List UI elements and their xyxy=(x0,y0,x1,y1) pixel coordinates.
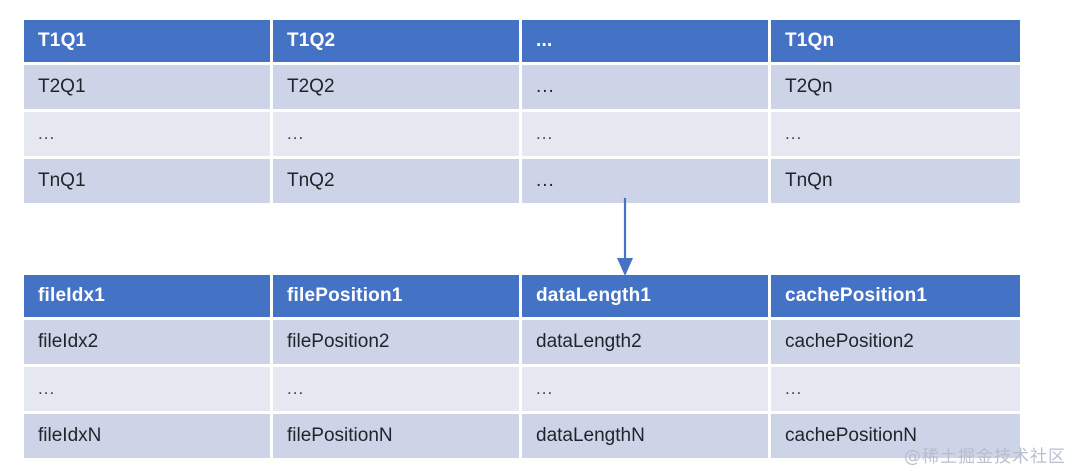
table-cell-ellipsis: ... xyxy=(273,367,522,414)
table-cell: T2Qn xyxy=(771,65,1020,112)
table-row: fileIdx1 filePosition1 dataLength1 cache… xyxy=(24,275,1020,320)
table-cell: T1Q2 xyxy=(273,20,522,65)
table-cell: filePosition2 xyxy=(273,320,522,367)
table-row: fileIdx2 filePosition2 dataLength2 cache… xyxy=(24,320,1020,367)
table-cell: cachePosition2 xyxy=(771,320,1020,367)
table-cell: T1Qn xyxy=(771,20,1020,65)
table-cell-ellipsis: ... xyxy=(522,65,771,112)
table-cell-ellipsis: ... xyxy=(24,367,273,414)
query-table: T1Q1 T1Q2 ... T1Qn T2Q1 T2Q2 ... T2Qn ..… xyxy=(24,20,1020,203)
table-cell-ellipsis: ... xyxy=(522,112,771,159)
table-row: ... ... ... ... xyxy=(24,367,1020,414)
table-cell: TnQ1 xyxy=(24,159,273,203)
table-cell: fileIdx2 xyxy=(24,320,273,367)
table-cell-ellipsis: ... xyxy=(522,159,771,203)
table-cell-ellipsis: ... xyxy=(522,367,771,414)
table-cell: TnQn xyxy=(771,159,1020,203)
watermark: @稀土掘金技术社区 xyxy=(904,447,1066,467)
table-row: fileIdxN filePositionN dataLengthN cache… xyxy=(24,414,1020,458)
table-cell: filePosition1 xyxy=(273,275,522,320)
file-index-table: fileIdx1 filePosition1 dataLength1 cache… xyxy=(24,275,1020,458)
table-cell: TnQ2 xyxy=(273,159,522,203)
table-row: ... ... ... ... xyxy=(24,112,1020,159)
table-cell: T2Q1 xyxy=(24,65,273,112)
table-cell: fileIdx1 xyxy=(24,275,273,320)
table-cell: cachePosition1 xyxy=(771,275,1020,320)
table-cell-ellipsis: ... xyxy=(771,112,1020,159)
table-row: TnQ1 TnQ2 ... TnQn xyxy=(24,159,1020,203)
table-cell-ellipsis: ... xyxy=(771,367,1020,414)
down-arrow-icon xyxy=(600,198,660,278)
table-cell: cachePositionN xyxy=(771,414,1020,458)
table-cell: fileIdxN xyxy=(24,414,273,458)
table-cell-ellipsis: ... xyxy=(24,112,273,159)
table-cell: dataLength2 xyxy=(522,320,771,367)
table-cell-ellipsis: ... xyxy=(273,112,522,159)
table-cell: dataLengthN xyxy=(522,414,771,458)
table-row: T2Q1 T2Q2 ... T2Qn xyxy=(24,65,1020,112)
table-row: T1Q1 T1Q2 ... T1Qn xyxy=(24,20,1020,65)
table-cell: filePositionN xyxy=(273,414,522,458)
table-cell: T1Q1 xyxy=(24,20,273,65)
table-cell-ellipsis: ... xyxy=(522,20,771,65)
table-cell: dataLength1 xyxy=(522,275,771,320)
table-cell: T2Q2 xyxy=(273,65,522,112)
